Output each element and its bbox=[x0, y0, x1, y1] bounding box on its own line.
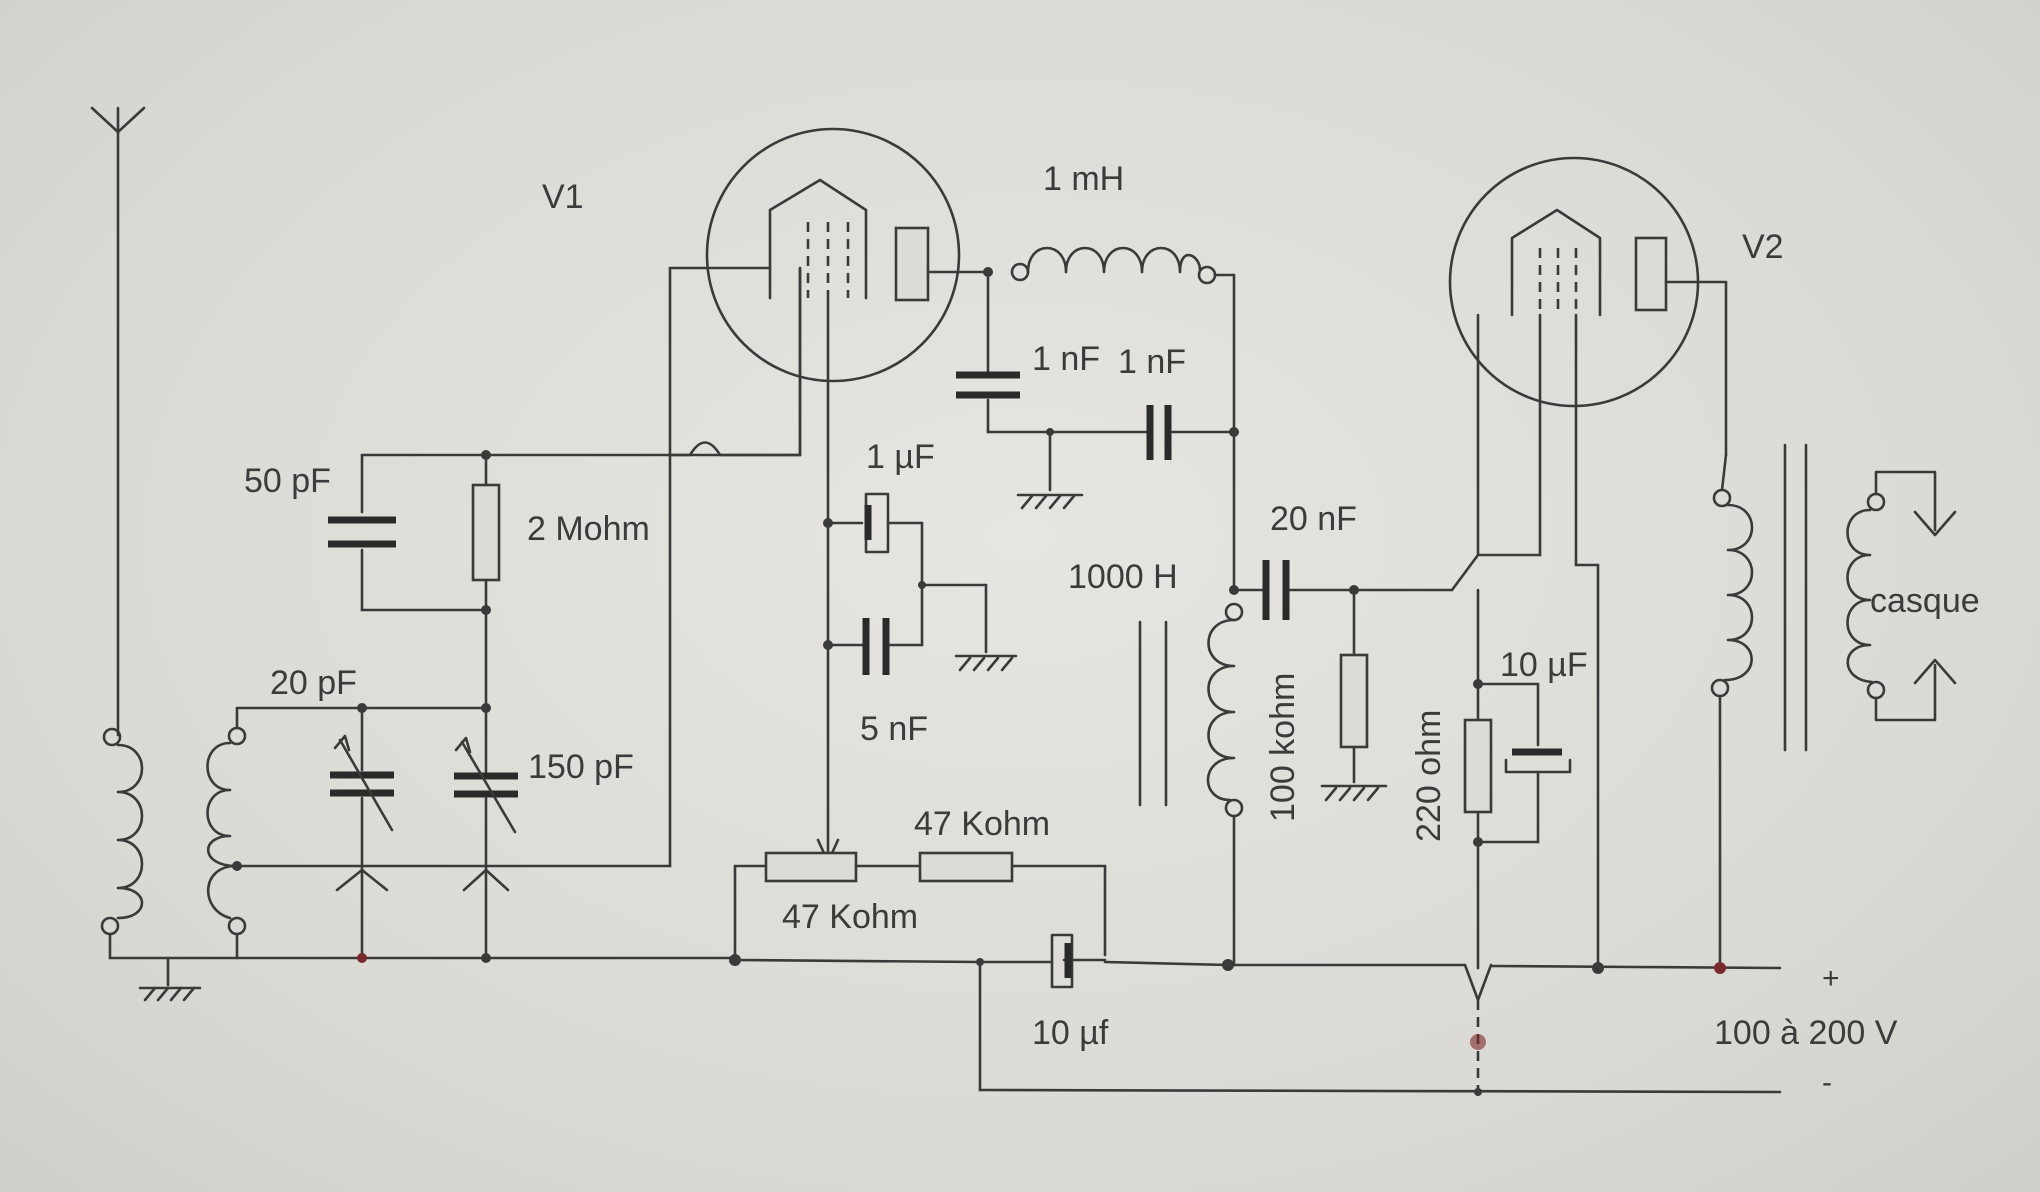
capacitor-5nf bbox=[823, 583, 924, 675]
tube-v1 bbox=[668, 127, 990, 864]
label-1mh: 1 mH bbox=[1043, 160, 1124, 198]
capacitor-10uf-bottom bbox=[976, 933, 1107, 1092]
label-5nf: 5 nF bbox=[860, 710, 928, 748]
capacitor-1uf bbox=[823, 492, 1018, 672]
label-supply-minus: - bbox=[1822, 1066, 1832, 1099]
label-supply-plus: + bbox=[1822, 962, 1840, 995]
label-47kohm-b: 47 Kohm bbox=[782, 898, 918, 936]
resistor-220ohm bbox=[1463, 679, 1493, 970]
antenna-symbol bbox=[90, 106, 146, 737]
label-20nf: 20 nF bbox=[1270, 500, 1357, 538]
capacitor-20nf bbox=[1232, 560, 1454, 620]
label-20pf: 20 pF bbox=[270, 664, 357, 702]
label-150pf: 150 pF bbox=[528, 748, 634, 786]
variable-capacitor-150pf bbox=[454, 703, 518, 960]
label-v1: V1 bbox=[542, 178, 584, 216]
capacitor-1nf-bypass bbox=[956, 270, 1150, 510]
choke-1mh bbox=[983, 246, 1236, 434]
label-1uf: 1 µF bbox=[866, 438, 935, 476]
label-10uf-top: 10 µF bbox=[1500, 646, 1588, 684]
label-10uf-bottom: 10 µf bbox=[1032, 1014, 1109, 1052]
ground-bus bbox=[108, 953, 1782, 1002]
label-50pf: 50 pF bbox=[244, 462, 331, 500]
ground-symbol bbox=[138, 956, 202, 1002]
potentiometer-47k bbox=[733, 851, 1107, 962]
capacitor-1nf-coupling bbox=[1146, 405, 1239, 592]
tuning-coil bbox=[206, 266, 672, 960]
label-2mohm: 2 Mohm bbox=[527, 510, 650, 548]
label-supply-voltage: 100 à 200 V bbox=[1714, 1014, 1898, 1052]
resistor-100kohm bbox=[1320, 588, 1388, 802]
label-1000h: 1000 H bbox=[1068, 558, 1178, 596]
label-220ohm: 220 ohm bbox=[1410, 710, 1448, 842]
negative-rail bbox=[978, 1000, 1782, 1096]
variable-capacitor-20pf bbox=[330, 703, 394, 960]
grid-leak-network bbox=[328, 266, 802, 710]
antenna-coil bbox=[100, 727, 144, 960]
label-casque: casque bbox=[1870, 582, 1980, 620]
choke-1000h bbox=[1138, 585, 1244, 967]
label-100kohm: 100 kohm bbox=[1264, 673, 1302, 822]
output-transformer bbox=[1710, 443, 1957, 970]
label-1nf-b: 1 nF bbox=[1118, 343, 1186, 381]
label-47kohm-a: 47 Kohm bbox=[914, 805, 1050, 843]
tube-v2 bbox=[1448, 156, 1728, 970]
capacitor-10uf-top bbox=[1476, 682, 1572, 844]
label-1nf-a: 1 nF bbox=[1032, 340, 1100, 378]
label-v2: V2 bbox=[1742, 228, 1784, 266]
